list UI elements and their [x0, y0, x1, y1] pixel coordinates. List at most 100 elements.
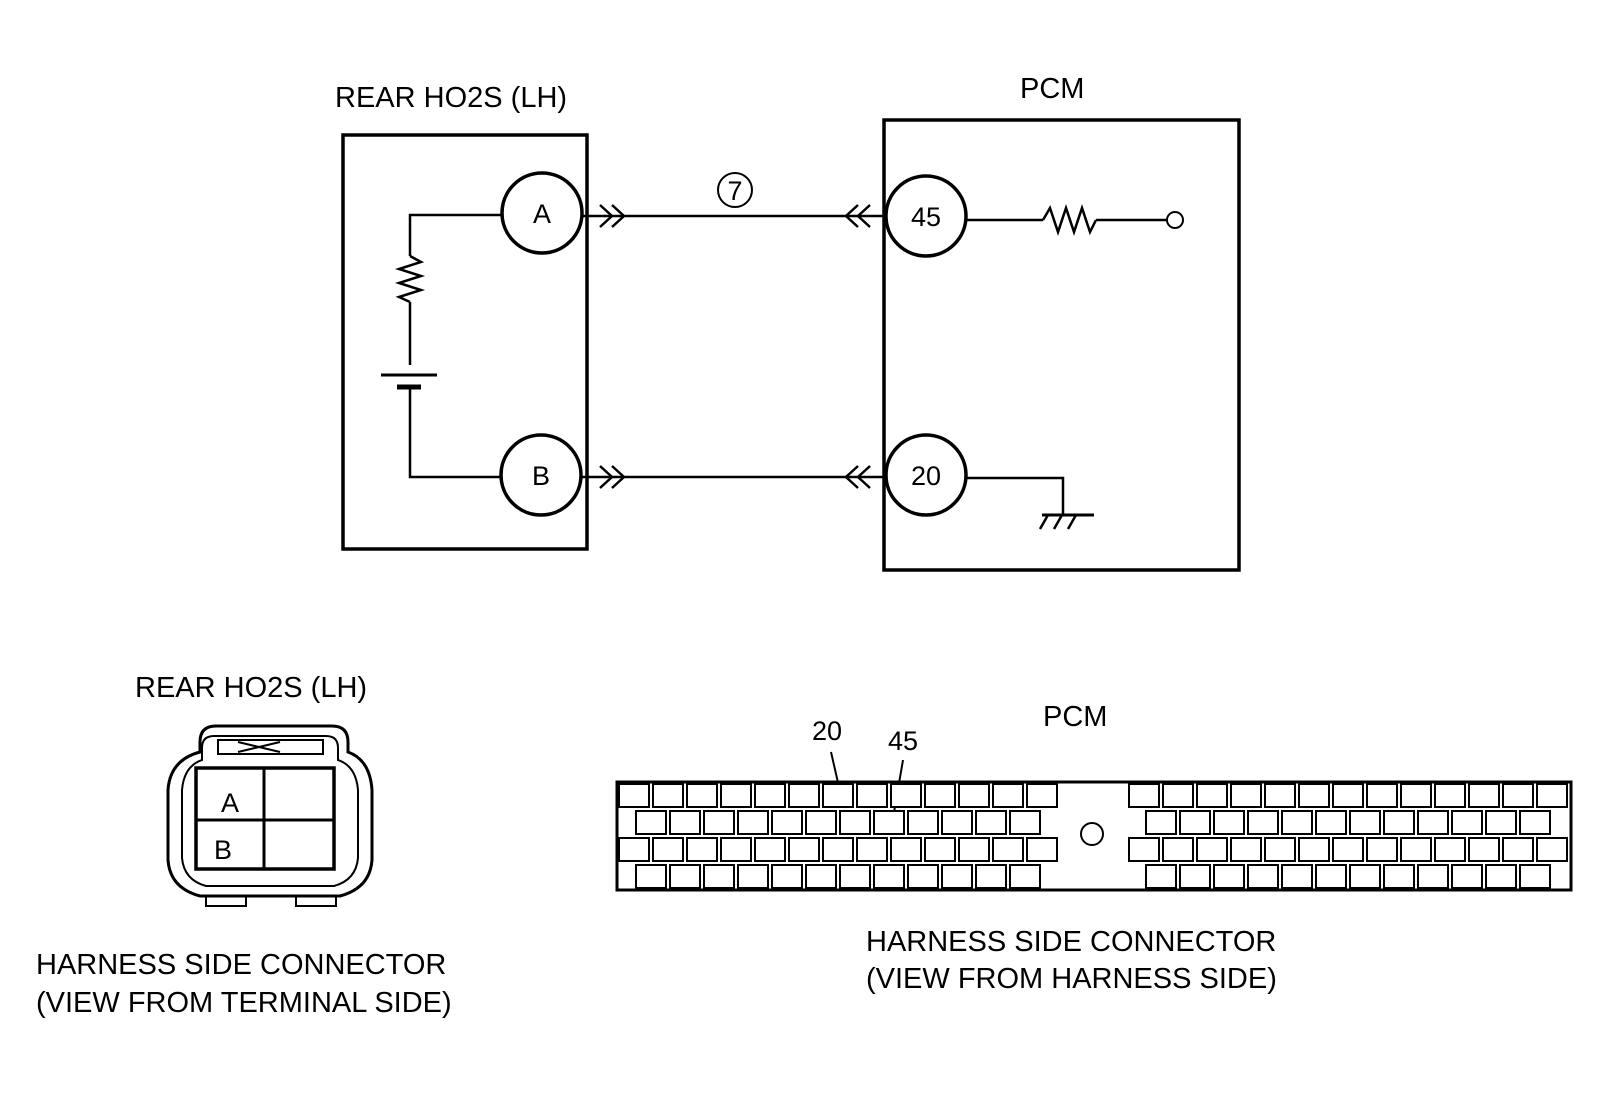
pcm-cavity	[1128, 837, 1160, 862]
pcm-cavity	[686, 837, 718, 862]
pcm-cavity	[1383, 810, 1415, 835]
pcm-cavity	[992, 783, 1024, 808]
pcm-cavity	[1264, 783, 1296, 808]
wire-ground	[582, 465, 885, 489]
pcm-cavity	[1366, 837, 1398, 862]
pcm-cavity	[992, 837, 1024, 862]
sensor-connector-cell-b: B	[214, 835, 232, 865]
pcm-connector-caption-2: (VIEW FROM HARNESS SIDE)	[866, 963, 1277, 995]
pcm-cavity	[737, 864, 769, 889]
pcm-cavity	[856, 837, 888, 862]
pcm-cavity	[788, 783, 820, 808]
pcm-cavity	[669, 810, 701, 835]
terminal-a-label: A	[533, 199, 551, 229]
pcm-cavity	[618, 783, 650, 808]
wire-signal	[582, 204, 885, 228]
sensor-connector-caption-1: HARNESS SIDE CONNECTOR	[36, 949, 446, 981]
pcm-connector-callout-20: 20	[812, 716, 842, 746]
pcm-key-hole	[1080, 822, 1104, 846]
pcm-internal-circuit	[966, 204, 1184, 530]
pcm-cavity	[873, 864, 905, 889]
pcm-cavity	[652, 783, 684, 808]
pcm-cavity	[805, 810, 837, 835]
pcm-cavity	[1264, 837, 1296, 862]
pcm-cavity	[1349, 864, 1381, 889]
pcm-cavity	[839, 810, 871, 835]
pcm-cavity	[1298, 783, 1330, 808]
pcm-cavity	[703, 810, 735, 835]
pcm-cavity	[1179, 810, 1211, 835]
pcm-box	[882, 118, 1241, 572]
pcm-cavity	[1213, 864, 1245, 889]
pcm-cavity	[635, 810, 667, 835]
pcm-cavity	[1451, 810, 1483, 835]
pcm-cavity	[1281, 864, 1313, 889]
pcm-cavity	[1247, 810, 1279, 835]
sensor-box	[341, 133, 589, 551]
pcm-cavity	[635, 864, 667, 889]
pcm-cavity	[788, 837, 820, 862]
pcm-pin-45-label: 45	[911, 202, 941, 232]
pcm-cavity	[1519, 864, 1551, 889]
pcm-connector-title: PCM	[1043, 701, 1107, 733]
pcm-cavity	[1162, 783, 1194, 808]
pcm-cavity	[1366, 783, 1398, 808]
pcm-title: PCM	[1020, 73, 1084, 105]
pcm-cavity	[1281, 810, 1313, 835]
pcm-cavity	[1349, 810, 1381, 835]
pcm-cavity	[1179, 864, 1211, 889]
pcm-cavity	[924, 837, 956, 862]
sensor-connector-face	[166, 724, 374, 907]
sensor-internal-circuit	[381, 213, 503, 479]
pcm-cavity	[771, 810, 803, 835]
pcm-cavity	[1383, 864, 1415, 889]
pcm-cavity	[737, 810, 769, 835]
pcm-cavity	[941, 864, 973, 889]
pcm-cavity	[1315, 810, 1347, 835]
pcm-cavity	[1434, 783, 1466, 808]
pcm-cavity	[1417, 810, 1449, 835]
terminal-b-circle	[499, 433, 583, 517]
pcm-cavity	[1502, 783, 1534, 808]
terminal-a-circle	[500, 171, 584, 255]
pcm-cavity	[1162, 837, 1194, 862]
pcm-cavity	[958, 783, 990, 808]
pcm-cavity	[1196, 837, 1228, 862]
sensor-connector-title: REAR HO2S (LH)	[135, 672, 367, 704]
pcm-connector-callout-45: 45	[888, 726, 918, 756]
pcm-cavity	[1536, 783, 1568, 808]
pcm-cavity	[1485, 864, 1517, 889]
pcm-cavity	[1468, 837, 1500, 862]
pcm-cavity	[1451, 864, 1483, 889]
pcm-cavity	[1009, 864, 1041, 889]
pcm-cavity	[1485, 810, 1517, 835]
sensor-connector-cell-a: A	[221, 788, 239, 818]
pcm-cavity	[890, 837, 922, 862]
pcm-cavity	[1502, 837, 1534, 862]
pcm-cavity	[1468, 783, 1500, 808]
pcm-cavity	[1298, 837, 1330, 862]
pcm-cavity	[1230, 783, 1262, 808]
pcm-cavity	[1315, 864, 1347, 889]
pcm-cavity	[669, 864, 701, 889]
pcm-cavity	[1145, 864, 1177, 889]
pcm-cavity	[720, 837, 752, 862]
pcm-cavity	[1230, 837, 1262, 862]
pcm-cavity	[839, 864, 871, 889]
pcm-cavity	[1519, 810, 1551, 835]
pcm-cavity	[975, 810, 1007, 835]
pcm-cavity	[1026, 837, 1058, 862]
pcm-connector-caption-1: HARNESS SIDE CONNECTOR	[866, 926, 1276, 958]
pcm-pin-45-circle	[884, 174, 968, 258]
pcm-cavity	[1213, 810, 1245, 835]
pcm-cavity	[822, 837, 854, 862]
pcm-connector-face	[615, 780, 1573, 892]
pcm-pin-20-circle	[884, 433, 968, 517]
pcm-cavity	[652, 837, 684, 862]
pcm-cavity	[1332, 783, 1364, 808]
pcm-cavity	[975, 864, 1007, 889]
pcm-cavity	[1145, 810, 1177, 835]
pcm-cavity	[771, 864, 803, 889]
pcm-cavity	[1332, 837, 1364, 862]
